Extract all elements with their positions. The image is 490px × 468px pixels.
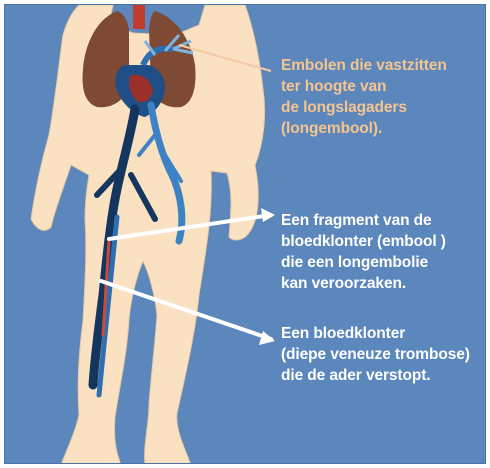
label-pulmonary-embolus: Embolen die vastzitten ter hoogte van de…	[281, 55, 447, 139]
arrow-embolus-head	[261, 208, 275, 222]
label-deep-vein-thrombosis: Een bloedklonter (diepe veneuze trombose…	[281, 323, 470, 386]
trachea	[133, 5, 145, 29]
label-embolus-fragment: Een fragment van de bloedklonter (embool…	[281, 210, 446, 294]
diagram-panel: Embolen die vastzitten ter hoogte van de…	[4, 4, 486, 464]
